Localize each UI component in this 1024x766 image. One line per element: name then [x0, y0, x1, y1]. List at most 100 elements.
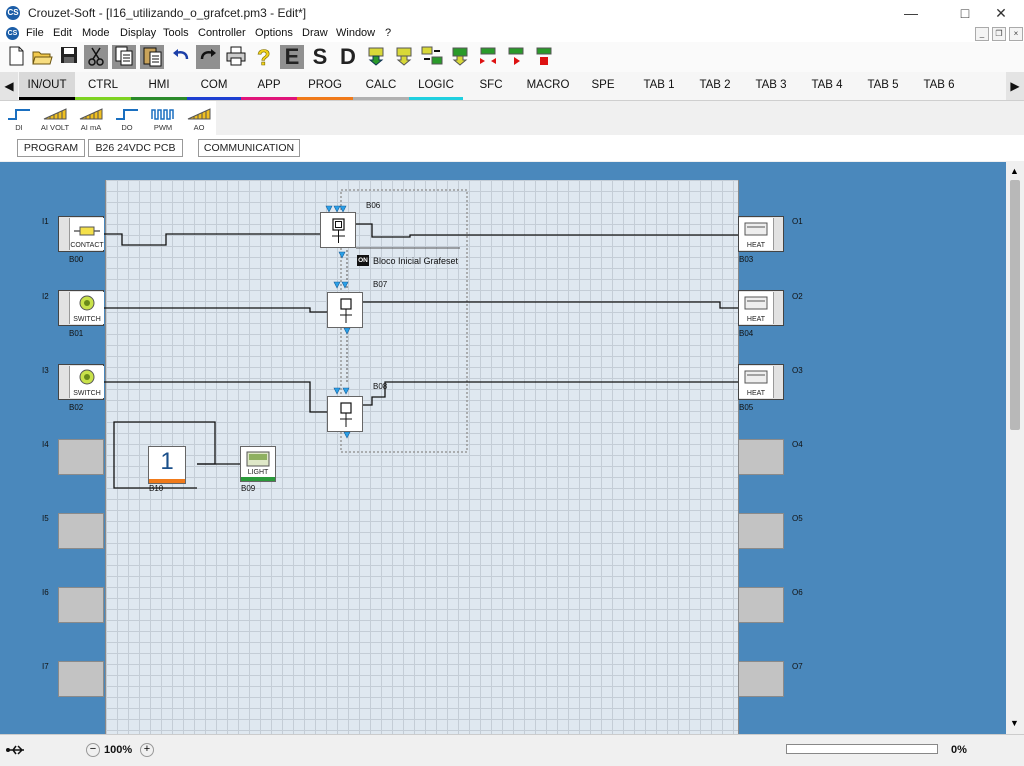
- tab-scroll-right-button[interactable]: ▶: [1006, 72, 1024, 100]
- input-slot-i7[interactable]: [58, 661, 104, 697]
- output-slot-o4[interactable]: [738, 439, 784, 475]
- output-slot-o5[interactable]: [738, 513, 784, 549]
- analog-ma-icon: [79, 108, 103, 120]
- palette-empty-area: [216, 101, 1024, 135]
- tab-tab2[interactable]: TAB 2: [687, 72, 743, 100]
- palette-item-ai-ma[interactable]: AI mA: [76, 107, 106, 137]
- block-face: HEAT: [739, 292, 774, 324]
- input-block-switch-1[interactable]: SWITCH: [58, 290, 104, 326]
- program-button[interactable]: PROGRAM: [17, 139, 85, 157]
- tab-tab4[interactable]: TAB 4: [799, 72, 855, 100]
- write-program-button[interactable]: [392, 45, 416, 69]
- monitoring-mode-button[interactable]: D: [340, 44, 356, 69]
- display-light-icon: [246, 451, 270, 467]
- menu-draw[interactable]: Draw: [302, 27, 328, 39]
- menu-controller[interactable]: Controller: [198, 27, 246, 39]
- zoom-out-button[interactable]: −: [86, 743, 100, 757]
- stop-button[interactable]: [532, 45, 556, 69]
- tab-tab3[interactable]: TAB 3: [743, 72, 799, 100]
- run-button[interactable]: [504, 45, 528, 69]
- input-slot-i6[interactable]: [58, 587, 104, 623]
- tab-macro[interactable]: MACRO: [519, 72, 577, 100]
- redo-button[interactable]: [196, 45, 220, 69]
- controller-type-button[interactable]: B26 24VDC PCB: [88, 139, 183, 157]
- menu-help[interactable]: ?: [385, 27, 392, 39]
- tab-tab5[interactable]: TAB 5: [855, 72, 911, 100]
- cut-button[interactable]: [84, 45, 108, 69]
- output-block-heat-3[interactable]: HEAT: [738, 364, 784, 400]
- tab-label: TAB 1: [643, 79, 675, 91]
- menu-edit[interactable]: Edit: [53, 27, 72, 39]
- program-grid[interactable]: [105, 180, 739, 734]
- undo-button[interactable]: [169, 45, 193, 69]
- comment-text[interactable]: Bloco Inicial Grafeset: [373, 256, 459, 266]
- sfc-step-b07[interactable]: [327, 292, 363, 328]
- tab-in-out[interactable]: IN/OUT: [19, 72, 75, 100]
- tab-sfc[interactable]: SFC: [463, 72, 519, 100]
- paste-button[interactable]: [140, 45, 164, 69]
- scroll-up-arrow-icon[interactable]: ▲: [1010, 166, 1019, 176]
- save-button[interactable]: [57, 45, 81, 69]
- light-block-b09[interactable]: LIGHT: [240, 446, 276, 482]
- input-block-contact[interactable]: CONTACT: [58, 216, 104, 252]
- copy-button[interactable]: [112, 45, 136, 69]
- tab-spe[interactable]: SPE: [577, 72, 629, 100]
- menu-tools[interactable]: Tools: [163, 27, 189, 39]
- mdi-close-button[interactable]: ×: [1009, 27, 1023, 41]
- link-b02-b08: [104, 381, 327, 413]
- tab-scroll-left-button[interactable]: ◀: [0, 72, 18, 100]
- tab-tab6[interactable]: TAB 6: [911, 72, 967, 100]
- scroll-down-arrow-icon[interactable]: ▼: [1010, 718, 1019, 728]
- output-slot-o6[interactable]: [738, 587, 784, 623]
- output-block-heat-2[interactable]: HEAT: [738, 290, 784, 326]
- read-program-button[interactable]: [364, 45, 388, 69]
- tab-com[interactable]: COM: [187, 72, 241, 100]
- menu-window[interactable]: Window: [336, 27, 376, 39]
- maximize-button[interactable]: □: [960, 5, 970, 21]
- menu-file[interactable]: File: [26, 27, 44, 39]
- open-file-button[interactable]: [30, 45, 54, 69]
- tab-app[interactable]: APP: [241, 72, 297, 100]
- output-slot-o7[interactable]: [738, 661, 784, 697]
- palette-item-do[interactable]: DO: [112, 107, 142, 137]
- zoom-in-button[interactable]: +: [140, 743, 154, 757]
- tab-calc[interactable]: CALC: [353, 72, 409, 100]
- sfc-step-b08[interactable]: [327, 396, 363, 432]
- tab-prog[interactable]: PROG: [297, 72, 353, 100]
- input-slot-i5[interactable]: [58, 513, 104, 549]
- mdi-restore-button[interactable]: ❐: [992, 27, 1006, 41]
- tab-tab1[interactable]: TAB 1: [631, 72, 687, 100]
- help-button[interactable]: ?: [252, 45, 276, 71]
- sfc-initial-step-b06[interactable]: [320, 212, 356, 248]
- tab-hmi[interactable]: HMI: [131, 72, 187, 100]
- palette-item-di[interactable]: DI: [4, 107, 34, 137]
- tab-ctrl[interactable]: CTRL: [75, 72, 131, 100]
- palette-item-pwm[interactable]: PWM: [148, 107, 178, 137]
- run-stop-toggle-button[interactable]: [476, 45, 500, 69]
- compare-program-button[interactable]: [420, 45, 444, 69]
- input-block-switch-2[interactable]: SWITCH: [58, 364, 104, 400]
- palette-item-ai-volt[interactable]: AI VOLT: [40, 107, 70, 137]
- transfer-button[interactable]: [448, 45, 472, 69]
- input-slot-i4[interactable]: [58, 439, 104, 475]
- tab-logic[interactable]: LOGIC: [409, 72, 463, 100]
- minimize-button[interactable]: —: [904, 5, 918, 21]
- tab-color-bar: [241, 97, 297, 100]
- wiring-canvas[interactable]: I1 I2 I3 I4 I5 I6 I7 CONTACT SWITCH SWIT…: [0, 162, 1006, 734]
- new-file-button[interactable]: [4, 45, 28, 69]
- close-button[interactable]: ✕: [995, 5, 1007, 21]
- output-block-heat-1[interactable]: HEAT: [738, 216, 784, 252]
- simulation-mode-button[interactable]: S: [312, 44, 328, 69]
- scrollbar-thumb[interactable]: [1010, 180, 1020, 430]
- palette-item-ao[interactable]: AO: [184, 107, 214, 137]
- menu-options[interactable]: Options: [255, 27, 293, 39]
- menu-display[interactable]: Display: [120, 27, 157, 39]
- block-face: CONTACT: [69, 218, 104, 250]
- menu-mode[interactable]: Mode: [82, 27, 110, 39]
- print-button[interactable]: [224, 45, 248, 69]
- communication-button[interactable]: COMMUNICATION: [198, 139, 300, 157]
- constant-block-b10[interactable]: 1: [148, 446, 186, 484]
- edit-mode-button[interactable]: E: [280, 45, 304, 69]
- mdi-minimize-button[interactable]: _: [975, 27, 989, 41]
- vertical-scrollbar[interactable]: ▲ ▼: [1006, 162, 1024, 734]
